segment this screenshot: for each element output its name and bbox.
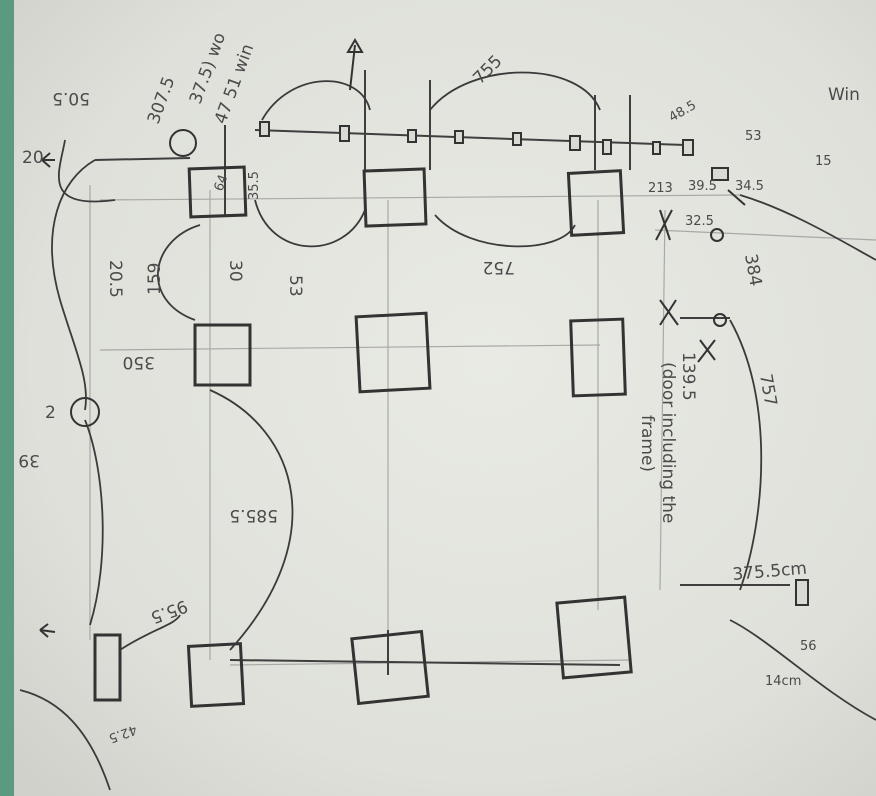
arcs	[19, 71, 876, 791]
note-14cm: 14cm	[765, 674, 801, 689]
note-39-5: 39.5	[688, 179, 717, 194]
note-159: 159	[145, 263, 165, 295]
note-32-5: 32.5	[685, 214, 714, 229]
note-35-5: 35.5	[247, 171, 262, 200]
note-20-5: 20.5	[105, 260, 125, 298]
note-53b: 53	[745, 129, 762, 144]
note-56: 56	[800, 639, 817, 654]
top-markers	[259, 121, 809, 606]
note-350: 350	[123, 352, 155, 372]
note-20: 20	[22, 148, 44, 168]
column-boxes	[93, 165, 633, 708]
note-64: 64	[212, 173, 232, 194]
circle-marks	[70, 129, 727, 427]
note-585-5: 585.5	[229, 505, 278, 525]
note-door-line1: (door including the	[658, 362, 678, 523]
note-53: 53	[285, 275, 305, 297]
note-15: 15	[815, 154, 832, 169]
note-139-5: 139.5	[678, 352, 698, 401]
note-30: 30	[225, 260, 245, 282]
wall-lines	[94, 70, 790, 675]
arrow-marks	[39, 38, 746, 638]
note-213: 213	[648, 181, 673, 196]
note-2: 2	[45, 403, 56, 423]
note-34-5: 34.5	[735, 179, 764, 194]
note-win: Win	[828, 85, 860, 105]
note-752: 752	[483, 257, 515, 277]
note-door-line2: frame)	[637, 415, 657, 472]
note-39: 39	[18, 450, 40, 470]
note-50-5: 50.5	[52, 88, 90, 108]
